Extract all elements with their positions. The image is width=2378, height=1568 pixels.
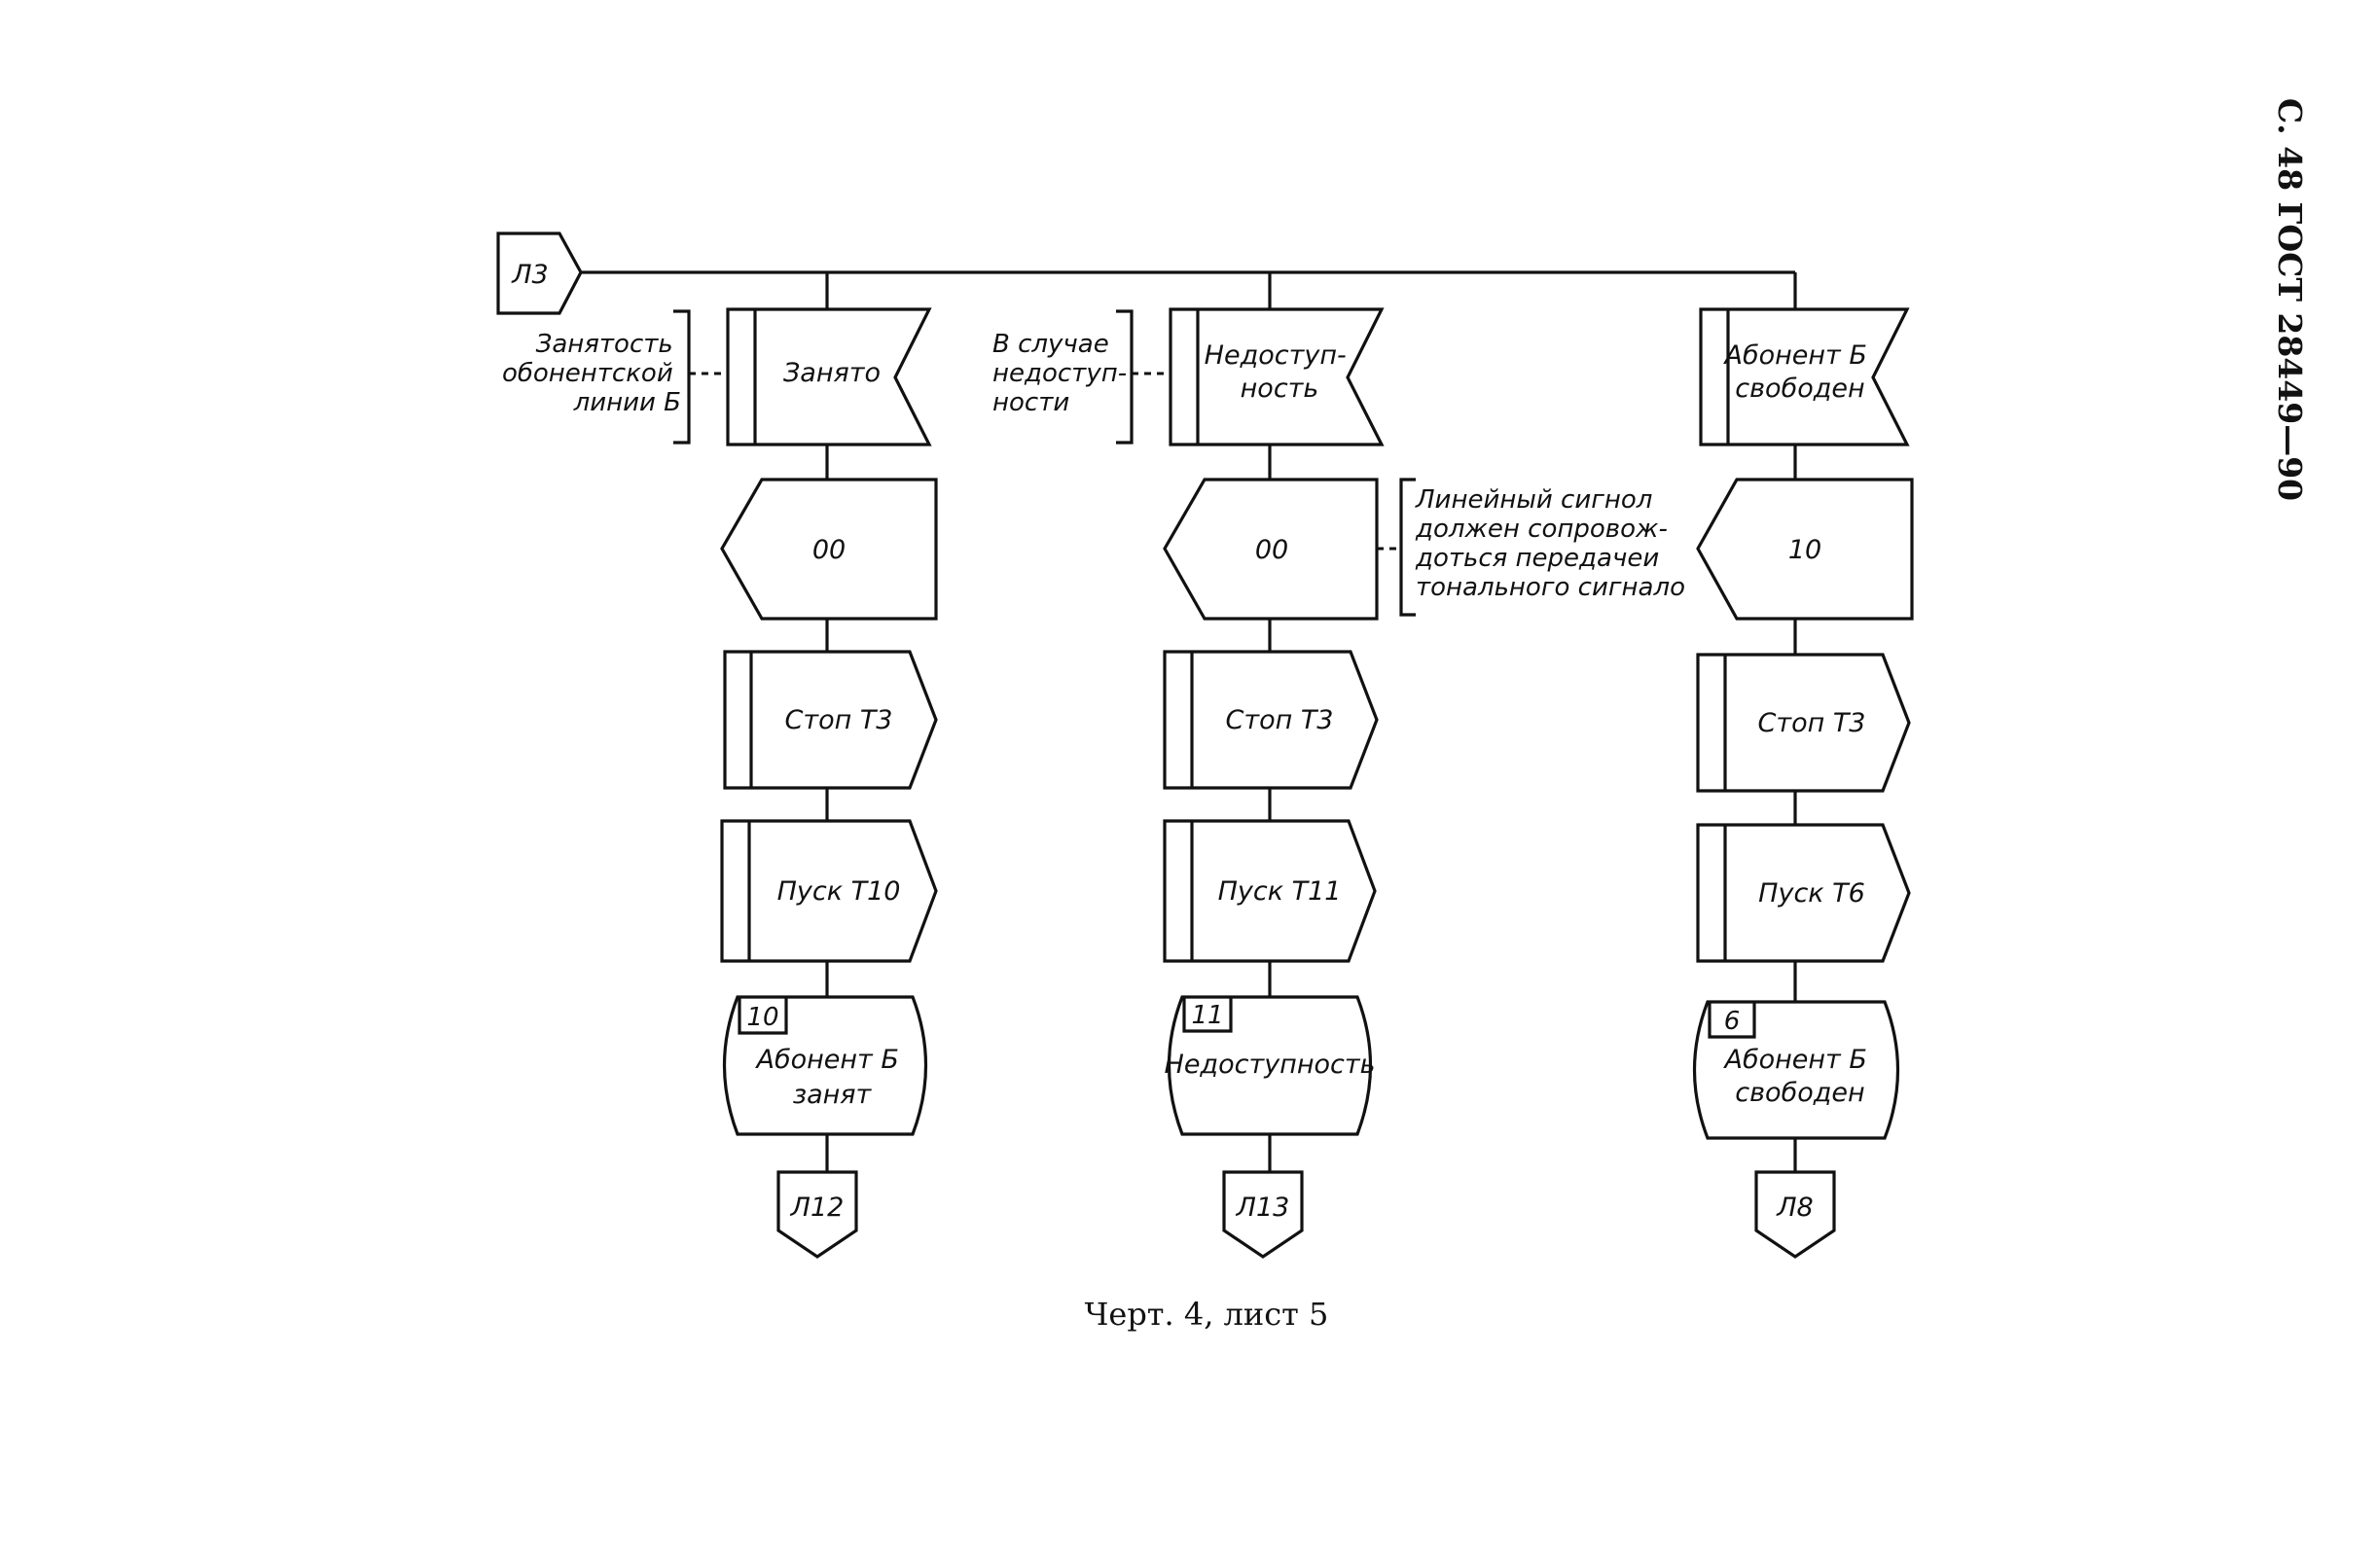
exit-connector-label: Л13 bbox=[1236, 1193, 1290, 1223]
state-label: Абонент Б свободен bbox=[1723, 1045, 1876, 1108]
task-stop-label: Стоп Т3 bbox=[784, 705, 892, 735]
page-header: С. 48 ГОСТ 28449—90 bbox=[2271, 98, 2309, 501]
state-unavailable: 11 Недоступность bbox=[1165, 995, 1376, 1136]
input-comment-text: В случае недоступ- ности bbox=[992, 330, 1135, 417]
exit-connector-unavailable: Л13 bbox=[1222, 1170, 1304, 1259]
input-signal-unavailable: Недоступ- ность bbox=[1169, 307, 1385, 446]
input-signal-label: Недоступ- ность bbox=[1205, 340, 1355, 404]
input-signal-label: Занято bbox=[783, 358, 881, 388]
start-connector-label: Л3 bbox=[511, 260, 548, 290]
output-signal-label: 00 bbox=[812, 535, 846, 565]
input-comment-unavailable: В случае недоступ- ности bbox=[992, 309, 1171, 445]
task-stop-free: Стоп Т3 bbox=[1696, 653, 1911, 793]
state-free: 6 Абонент Б свободен bbox=[1692, 1000, 1900, 1140]
input-signal-label: Абонент Б свободен bbox=[1723, 340, 1876, 404]
connector-lines bbox=[579, 270, 1797, 1172]
task-start-busy: Пуск Т10 bbox=[720, 819, 938, 963]
input-signal-busy: Занято bbox=[726, 307, 932, 446]
output-signal-free: 10 bbox=[1696, 478, 1914, 621]
state-label: Абонент Б занят bbox=[755, 1045, 908, 1110]
task-stop-label: Стоп Т3 bbox=[1225, 705, 1333, 735]
exit-connector-free: Л8 bbox=[1754, 1170, 1836, 1259]
output-signal-label: 10 bbox=[1788, 535, 1821, 565]
state-label: Недоступность bbox=[1165, 1050, 1376, 1080]
input-comment-busy: Занятость обонентской линии Б bbox=[502, 309, 728, 445]
task-start-label: Пуск Т10 bbox=[777, 876, 901, 907]
output-comment-text: Линейный сигнол должен сопровож- доться … bbox=[1415, 485, 1685, 602]
task-stop-busy: Стоп Т3 bbox=[723, 650, 938, 790]
input-signal-free: Абонент Б свободен bbox=[1699, 307, 1910, 446]
input-comment-text: Занятость обонентской линии Б bbox=[502, 330, 681, 417]
start-connector: Л3 bbox=[496, 232, 583, 315]
output-comment-unavailable: Линейный сигнол должен сопровож- доться … bbox=[1399, 478, 1685, 617]
output-signal-busy: 00 bbox=[720, 478, 938, 621]
exit-connector-label: Л12 bbox=[790, 1193, 845, 1223]
task-stop-label: Стоп Т3 bbox=[1757, 708, 1865, 738]
column-busy: Занято Занятость обонентской линии Б 00 … bbox=[502, 307, 938, 1259]
task-start-free: Пуск Т6 bbox=[1696, 823, 1911, 963]
task-start-label: Пуск Т11 bbox=[1218, 876, 1342, 907]
output-signal-label: 00 bbox=[1255, 535, 1288, 565]
column-unavailable: Недоступ- ность В случае недоступ- ности… bbox=[992, 307, 1685, 1259]
figure-caption: Черт. 4, лист 5 bbox=[1085, 1296, 1329, 1333]
task-stop-unavailable: Стоп Т3 bbox=[1163, 650, 1379, 790]
output-signal-unavailable: 00 bbox=[1163, 478, 1401, 621]
task-start-unavailable: Пуск Т11 bbox=[1163, 819, 1377, 963]
exit-connector-busy: Л12 bbox=[776, 1170, 858, 1259]
exit-connector-label: Л8 bbox=[1776, 1193, 1813, 1223]
column-free: Абонент Б свободен 10 Стоп Т3 Пуск Т6 6 … bbox=[1692, 307, 1914, 1259]
state-number: 10 bbox=[746, 1003, 778, 1032]
task-start-label: Пуск Т6 bbox=[1758, 878, 1865, 909]
state-number: 11 bbox=[1191, 1001, 1223, 1030]
state-busy: 10 Абонент Б занят bbox=[722, 995, 928, 1136]
state-number: 6 bbox=[1724, 1007, 1741, 1036]
